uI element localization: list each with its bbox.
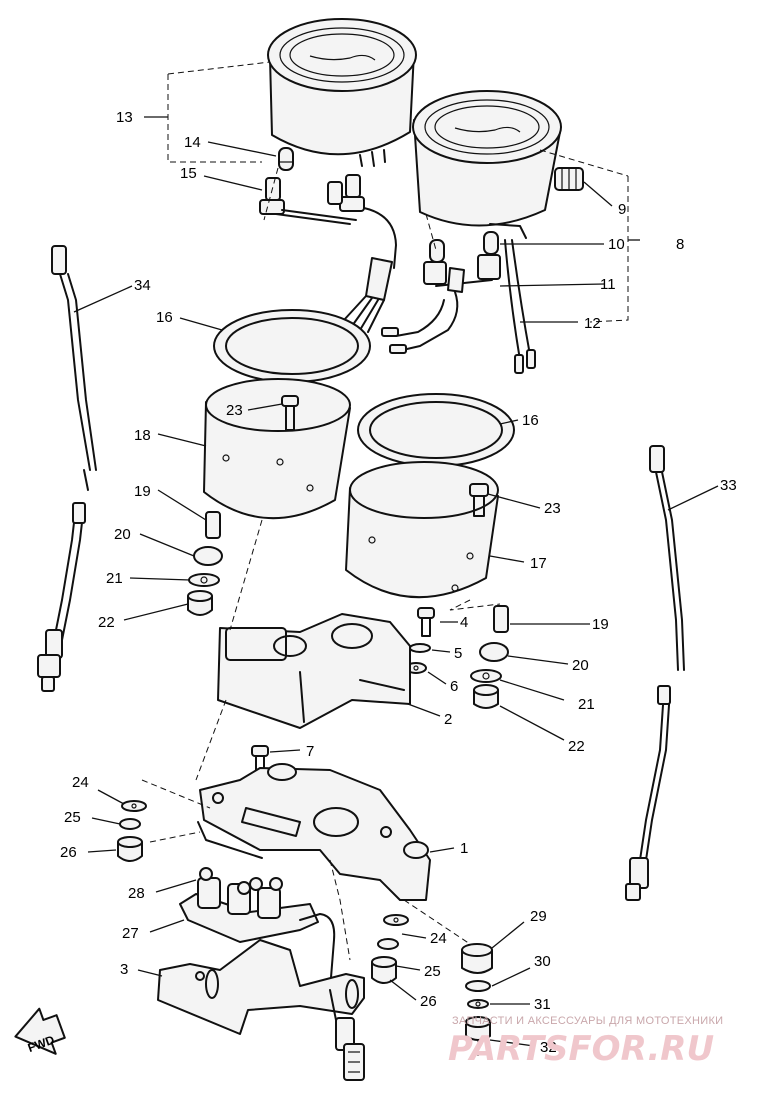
callout-10: 10 — [608, 236, 625, 253]
callout-6: 6 — [450, 678, 458, 695]
callout-24: 24 — [72, 774, 89, 791]
callout-17: 17 — [530, 555, 547, 572]
assembly-centerlines — [141, 167, 501, 1060]
callout-25: 25 — [424, 963, 441, 980]
damper-stack-29-32 — [461, 943, 493, 1041]
callout-2: 2 — [444, 711, 452, 728]
speedometer-housing — [267, 18, 417, 167]
callout-1: 1 — [460, 840, 468, 857]
callout-32: 32 — [540, 1039, 557, 1056]
callout-28: 28 — [128, 885, 145, 902]
callout-19: 19 — [592, 616, 609, 633]
callout-23: 23 — [544, 500, 561, 517]
callout-11: 11 — [600, 276, 616, 293]
callout-29: 29 — [530, 908, 547, 925]
callout-24: 24 — [430, 930, 447, 947]
callout-7: 7 — [306, 743, 314, 760]
meter-bracket-2 — [217, 613, 411, 729]
callout-15: 15 — [180, 165, 197, 182]
lamp-bulb-14 — [278, 147, 294, 171]
callout-25: 25 — [64, 809, 81, 826]
callout-8: 8 — [676, 236, 684, 253]
forward-direction-arrow: FWD — [14, 1007, 66, 1055]
callout-13: 13 — [116, 109, 133, 126]
callout-26: 26 — [420, 993, 437, 1010]
callout-22: 22 — [98, 614, 115, 631]
callout-19: 19 — [134, 483, 151, 500]
damper-stack-left — [187, 511, 223, 616]
callout-31: 31 — [534, 996, 551, 1013]
callout-33: 33 — [720, 477, 737, 494]
damper-set-24-26-right — [371, 914, 409, 984]
callout-23: 23 — [226, 402, 243, 419]
callout-20: 20 — [572, 657, 589, 674]
callout-21: 21 — [106, 570, 123, 587]
meter-case-17 — [345, 461, 499, 599]
tachometer-sockets-10-11-12 — [381, 223, 536, 374]
screw-23-left — [281, 395, 299, 431]
reset-knob-9 — [554, 167, 584, 191]
meter-case-18 — [203, 378, 351, 520]
callout-30: 30 — [534, 953, 551, 970]
seal-ring-16-left — [213, 309, 371, 383]
callout-21: 21 — [578, 696, 595, 713]
screw-23-right — [469, 483, 489, 517]
wire-harness-plug — [329, 989, 365, 1081]
mounting-plate-1 — [197, 763, 431, 901]
callout-14: 14 — [184, 134, 201, 151]
callout-27: 27 — [122, 925, 139, 942]
leader-lines — [73, 61, 719, 1047]
callout-9: 9 — [618, 201, 626, 218]
lower-bracket-3 — [157, 939, 365, 1035]
callout-26: 26 — [60, 844, 77, 861]
callout-labels: 13 14 15 9 10 8 11 12 34 16 23 16 18 19 … — [60, 109, 737, 1056]
speedometer-cable-34 — [37, 245, 97, 692]
seal-ring-16-right — [357, 393, 515, 467]
callout-18: 18 — [134, 427, 151, 444]
socket-cord-15 — [259, 174, 397, 333]
callout-16: 16 — [156, 309, 173, 326]
watermark-tagline: ЗАПЧАСТИ И АКСЕССУАРЫ ДЛЯ МОТОТЕХНИКИ — [452, 1015, 723, 1027]
indicator-assembly-27-28 — [179, 867, 336, 991]
watermark-brand: PARTSFOR.RU — [448, 1029, 714, 1069]
callout-5: 5 — [454, 645, 462, 662]
callout-16: 16 — [522, 412, 539, 429]
damper-set-24-26-left — [117, 800, 147, 862]
callout-3: 3 — [120, 961, 128, 978]
callout-20: 20 — [114, 526, 131, 543]
watermark: ЗАПЧАСТИ И АКСЕССУАРЫ ДЛЯ МОТОТЕХНИКИ PA… — [448, 1015, 723, 1069]
callout-34: 34 — [134, 277, 151, 294]
damper-stack-right — [470, 605, 509, 709]
tachometer-housing — [412, 90, 562, 227]
tachometer-cable-33 — [625, 445, 685, 901]
callout-22: 22 — [568, 738, 585, 755]
callout-12: 12 — [584, 315, 601, 332]
callout-4: 4 — [460, 614, 468, 631]
